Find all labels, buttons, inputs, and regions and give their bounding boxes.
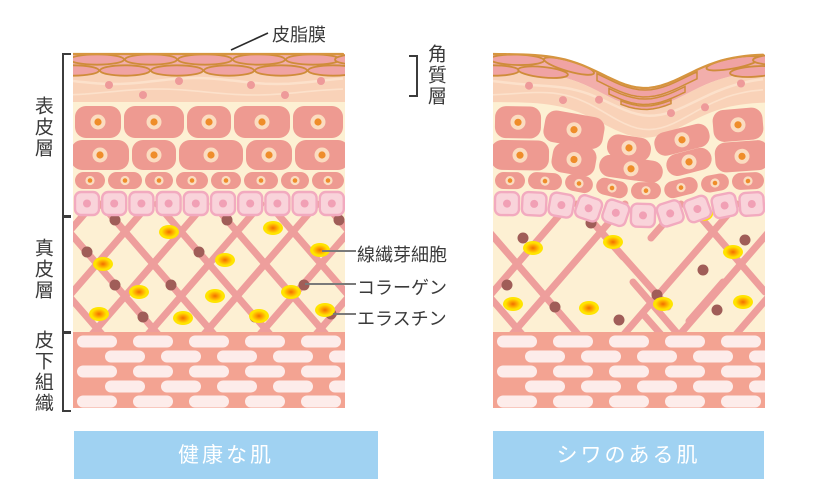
- stratum-corneum-label: 角質層: [424, 44, 447, 107]
- dermis-label: 真皮層: [31, 238, 54, 301]
- subcutaneous-bracket: [62, 332, 71, 412]
- wrinkled-skin-panel: [493, 52, 765, 408]
- collagen-label: コラーゲン: [357, 278, 447, 299]
- healthy-skin-panel: [73, 52, 345, 408]
- wrinkled-skin-caption: シワのある肌: [493, 431, 764, 479]
- subcutaneous-label: 皮下組織: [31, 330, 54, 414]
- elastin-label: エラスチン: [357, 309, 447, 330]
- epidermis-label: 表皮層: [31, 96, 54, 159]
- healthy-skin-caption: 健康な肌: [74, 431, 378, 479]
- sebum-film-pointer-line: [230, 32, 269, 51]
- stratum-corneum-bracket: [409, 55, 418, 97]
- epidermis-bracket: [62, 53, 71, 217]
- sebum-film-label: 皮脂膜: [272, 25, 326, 46]
- fibroblast-label: 線繊芽細胞: [357, 245, 447, 266]
- dermis-bracket: [62, 216, 71, 333]
